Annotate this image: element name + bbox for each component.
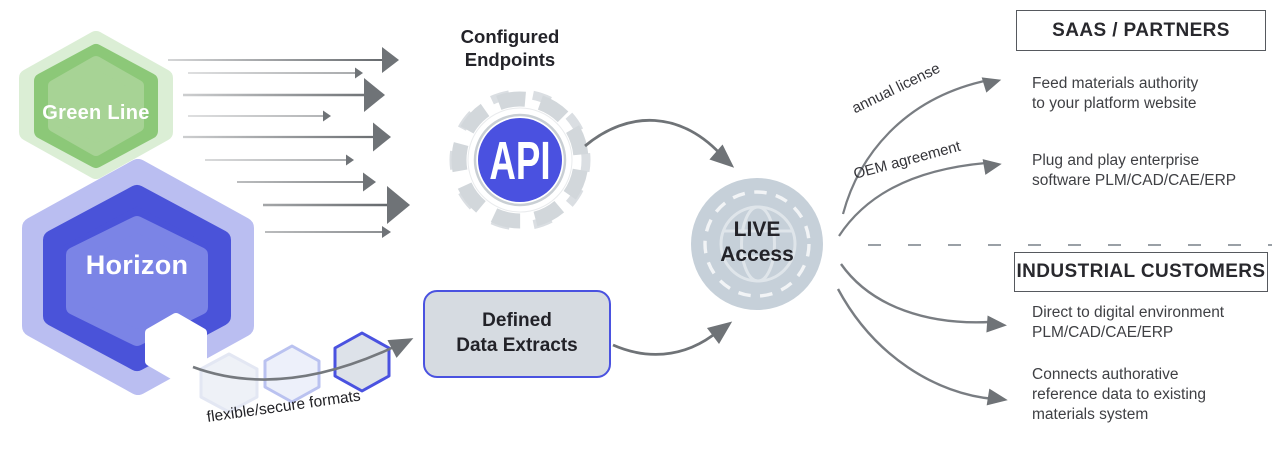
api-gear-icon: API (449, 89, 591, 231)
industrial-item-line: PLM/CAD/CAE/ERP (1032, 323, 1174, 341)
white-hexagon (145, 313, 207, 381)
live-access-circle (691, 178, 823, 310)
industrial-item-connects: Connects authorative reference data to e… (1032, 365, 1276, 425)
saas-item-plug-and-play: Plug and play enterprise software PLM/CA… (1032, 151, 1278, 191)
extracts-line1: Defined (482, 310, 552, 332)
horizon-label: Horizon (85, 250, 189, 280)
extracts-line2: Data Extracts (456, 335, 578, 356)
horizon-hexagon (22, 159, 254, 395)
industrial-item-line: Connects authorative (1032, 366, 1179, 383)
input-arrow (188, 110, 331, 122)
saas-item-line: Feed materials authority (1032, 75, 1199, 92)
industrial-item-line: materials system (1032, 405, 1149, 423)
connects-curve (836, 288, 1008, 406)
industrial-customers-header: INDUSTRIAL CUSTOMERS (1014, 252, 1268, 292)
extracts-feed-curve (192, 338, 414, 381)
input-arrow (188, 67, 363, 79)
input-arrow (263, 186, 410, 224)
annual-license-curve (841, 77, 1002, 215)
configured-endpoints-line1: Configured (460, 26, 560, 47)
input-arrow (183, 122, 391, 152)
live-access-label: LIVE Access (697, 218, 817, 267)
saas-item-line: software PLM/CAD/CAE/ERP (1032, 171, 1237, 189)
extracts-to-live-curve (612, 321, 733, 356)
industrial-item-direct-digital: Direct to digital environment PLM/CAD/CA… (1032, 303, 1278, 343)
direct-digital-curve (840, 263, 1007, 333)
live-line1: LIVE (733, 218, 781, 241)
saas-item-line: to your platform website (1032, 94, 1197, 112)
saas-partners-header: SAAS / PARTNERS (1016, 10, 1266, 51)
green-line-hexagon (19, 31, 173, 179)
api-to-live-curve (584, 119, 735, 168)
input-arrow (265, 226, 391, 238)
green-line-label: Green Line (42, 102, 150, 124)
live-globe-icon (719, 205, 797, 283)
live-line2: Access (720, 242, 794, 266)
industrial-item-line: reference data to existing (1032, 385, 1207, 403)
api-badge: API (489, 130, 550, 191)
route-curves (836, 77, 1008, 406)
input-arrow (237, 172, 376, 192)
input-arrow (168, 47, 399, 73)
industrial-item-line: Direct to digital environment (1032, 304, 1225, 321)
oem-agreement-curve (838, 159, 1002, 237)
saas-item-line: Plug and play enterprise (1032, 152, 1200, 169)
input-arrow (183, 78, 385, 112)
configured-endpoints-line2: Endpoints (464, 48, 556, 70)
configured-endpoints-title: Configured Endpoints (425, 26, 595, 71)
format-hexagons (199, 331, 391, 414)
input-arrows (168, 47, 410, 238)
defined-data-extracts-box: Defined Data Extracts (423, 290, 611, 378)
input-arrow (205, 154, 354, 166)
saas-item-feed-materials: Feed materials authority to your platfor… (1032, 74, 1276, 114)
